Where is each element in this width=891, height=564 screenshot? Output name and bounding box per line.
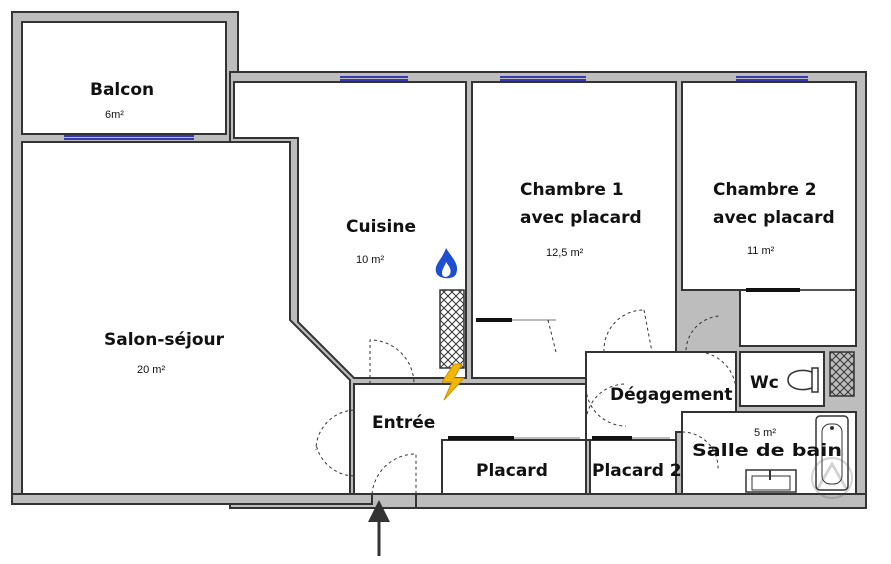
room-placard2 <box>589 439 677 495</box>
label-chambre2-line2: avec placard <box>713 208 835 228</box>
closet-chambre2 <box>739 289 857 347</box>
bathtub-icon <box>815 415 849 491</box>
label-degagement: Dégagement <box>610 385 732 405</box>
label-chambre1-line2: avec placard <box>520 208 642 228</box>
area-chambre1: 12,5 m² <box>546 247 584 259</box>
sink-icon <box>745 469 797 493</box>
room-cuisine <box>233 81 467 379</box>
label-chambre2-line1: Chambre 2 <box>713 180 817 200</box>
label-placard: Placard <box>476 461 548 481</box>
label-chambre1-line1: Chambre 1 <box>520 180 624 200</box>
room-wc <box>739 351 825 407</box>
room-salon <box>21 141 351 495</box>
area-balcon: 6m² <box>105 109 124 121</box>
label-placard2: Placard 2 <box>592 461 682 481</box>
room-chambre1 <box>471 81 677 379</box>
label-entree: Entrée <box>372 413 435 433</box>
label-sdb: Salle de bain <box>692 441 842 461</box>
area-cuisine: 10 m² <box>356 254 384 266</box>
door-swings <box>315 309 737 495</box>
label-balcon: Balcon <box>90 80 154 100</box>
duct-wc <box>829 351 855 397</box>
area-chambre2: 11 m² <box>747 245 775 257</box>
room-placard <box>441 439 587 495</box>
closet-tracks <box>512 289 850 439</box>
electric-bolt-icon <box>441 363 466 401</box>
label-salon: Salon-séjour <box>104 330 225 350</box>
duct-kitchen <box>439 289 465 369</box>
label-cuisine: Cuisine <box>346 217 416 237</box>
floor-areas <box>21 21 857 495</box>
area-salon: 20 m² <box>137 364 165 376</box>
toilet-icon <box>787 367 819 393</box>
windows <box>64 76 808 140</box>
label-wc: Wc <box>750 373 779 393</box>
room-sdb <box>681 411 857 495</box>
area-sdb: 5 m² <box>754 427 776 439</box>
room-labels: Balcon 6m² Salon-séjour 20 m² Cuisine 10… <box>90 80 842 481</box>
watermark-logo <box>811 457 853 499</box>
room-chambre2 <box>681 81 857 291</box>
gas-flame-icon <box>428 244 464 284</box>
closet-doors <box>448 288 800 440</box>
entry-arrow-icon <box>368 500 390 556</box>
room-balcon <box>21 21 227 135</box>
